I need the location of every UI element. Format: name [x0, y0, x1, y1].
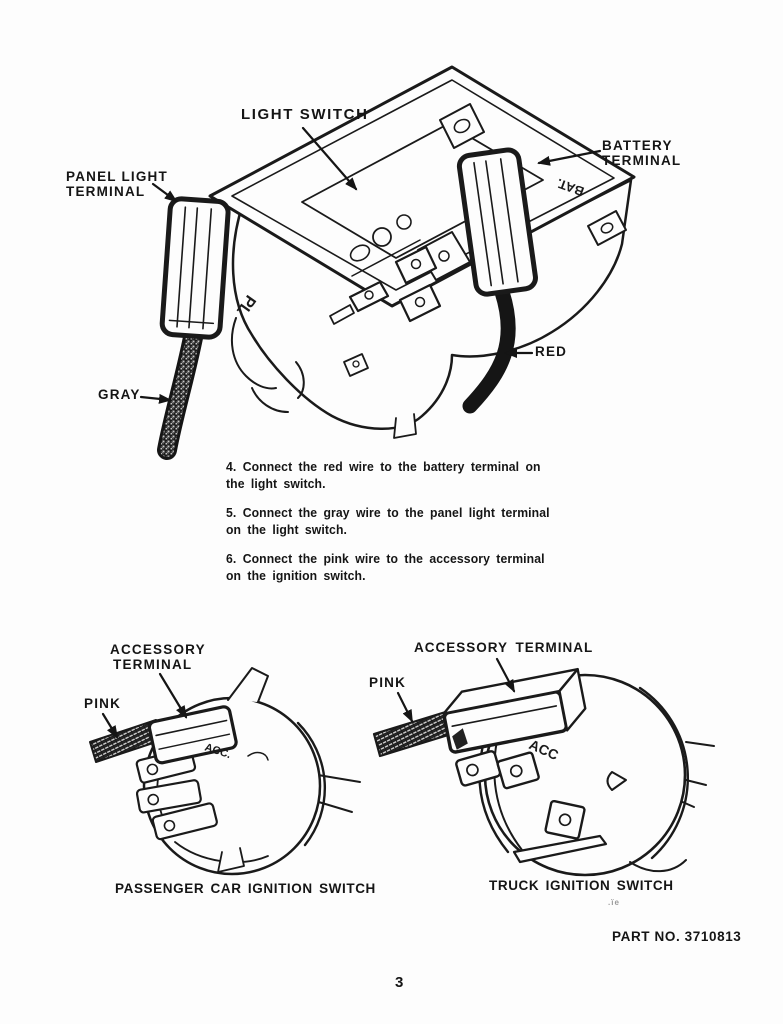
step4-line2: the light switch.: [226, 476, 326, 491]
instruction-step-6: 6. Connect the pink wire to the accessor…: [226, 550, 602, 584]
truck-pink-label: PINK: [369, 675, 407, 690]
car-accessory-arrow: [158, 672, 188, 719]
battery-terminal-label-line1: BATTERY: [602, 138, 673, 153]
truck-pink-arrow: [396, 691, 414, 723]
light-switch-label: LIGHT SWITCH: [241, 106, 369, 123]
truck-spade-terminals: [455, 750, 608, 864]
car-pink-label: PINK: [84, 696, 122, 711]
spade-terminals: [329, 245, 442, 377]
car-accessory-label-line1: ACCESSORY: [110, 642, 206, 657]
instruction-step-4: 4. Connect the red wire to the battery t…: [226, 458, 602, 492]
car-ignition-caption: PASSENGER CAR IGNITION SWITCH: [115, 881, 376, 896]
leader-arrows: [101, 126, 602, 739]
print-artifact: .ïe: [608, 898, 620, 907]
truck-ignition-drawing: ACC: [372, 668, 715, 877]
battery-terminal-label-line2: TERMINAL: [602, 152, 682, 168]
panel-light-terminal-label: PANEL LIGHT TERMINAL: [66, 169, 168, 199]
light-switch-arrow: [301, 126, 358, 191]
gray-wire: [157, 312, 206, 460]
red-label: RED: [535, 344, 568, 359]
light-switch-drawing: PL BAT.: [157, 65, 636, 460]
battery-terminal-label: BATTERY TERMINAL: [602, 138, 682, 168]
truck-accessory-terminal-label: ACCESSORY TERMINAL: [414, 640, 594, 655]
battery-connector: [456, 147, 538, 297]
truck-ignition-caption: TRUCK IGNITION SWITCH: [489, 878, 674, 893]
step5-line1: 5. Connect the gray wire to the panel li…: [226, 505, 550, 520]
instruction-step-5: 5. Connect the gray wire to the panel li…: [226, 504, 602, 538]
car-ignition-drawing: ACC.: [89, 667, 361, 876]
battery-terminal-arrow: [537, 149, 602, 166]
panel-light-arrow: [151, 182, 178, 203]
panel-light-terminal-label-line2: TERMINAL: [66, 183, 146, 199]
page-number: 3: [395, 974, 405, 991]
step4-line1: 4. Connect the red wire to the battery t…: [226, 459, 541, 474]
car-accessory-connector: [147, 705, 238, 765]
car-accessory-terminal-label: ACCESSORY TERMINAL: [110, 642, 206, 672]
car-accessory-label-line2: TERMINAL: [113, 656, 193, 672]
step5-line2: on the light switch.: [226, 522, 347, 537]
truck-accessory-arrow: [495, 657, 516, 693]
part-number: PART NO. 3710813: [612, 929, 742, 944]
car-pink-arrow: [101, 712, 119, 739]
panel-light-terminal-label-line1: PANEL LIGHT: [66, 169, 168, 184]
gray-arrow: [139, 393, 172, 404]
step6-line2: on the ignition switch.: [226, 568, 366, 583]
instructions: 4. Connect the red wire to the battery t…: [226, 458, 602, 596]
gray-label: GRAY: [98, 387, 141, 402]
panel-light-connector: [159, 196, 231, 340]
step6-line1: 6. Connect the pink wire to the accessor…: [226, 551, 545, 566]
